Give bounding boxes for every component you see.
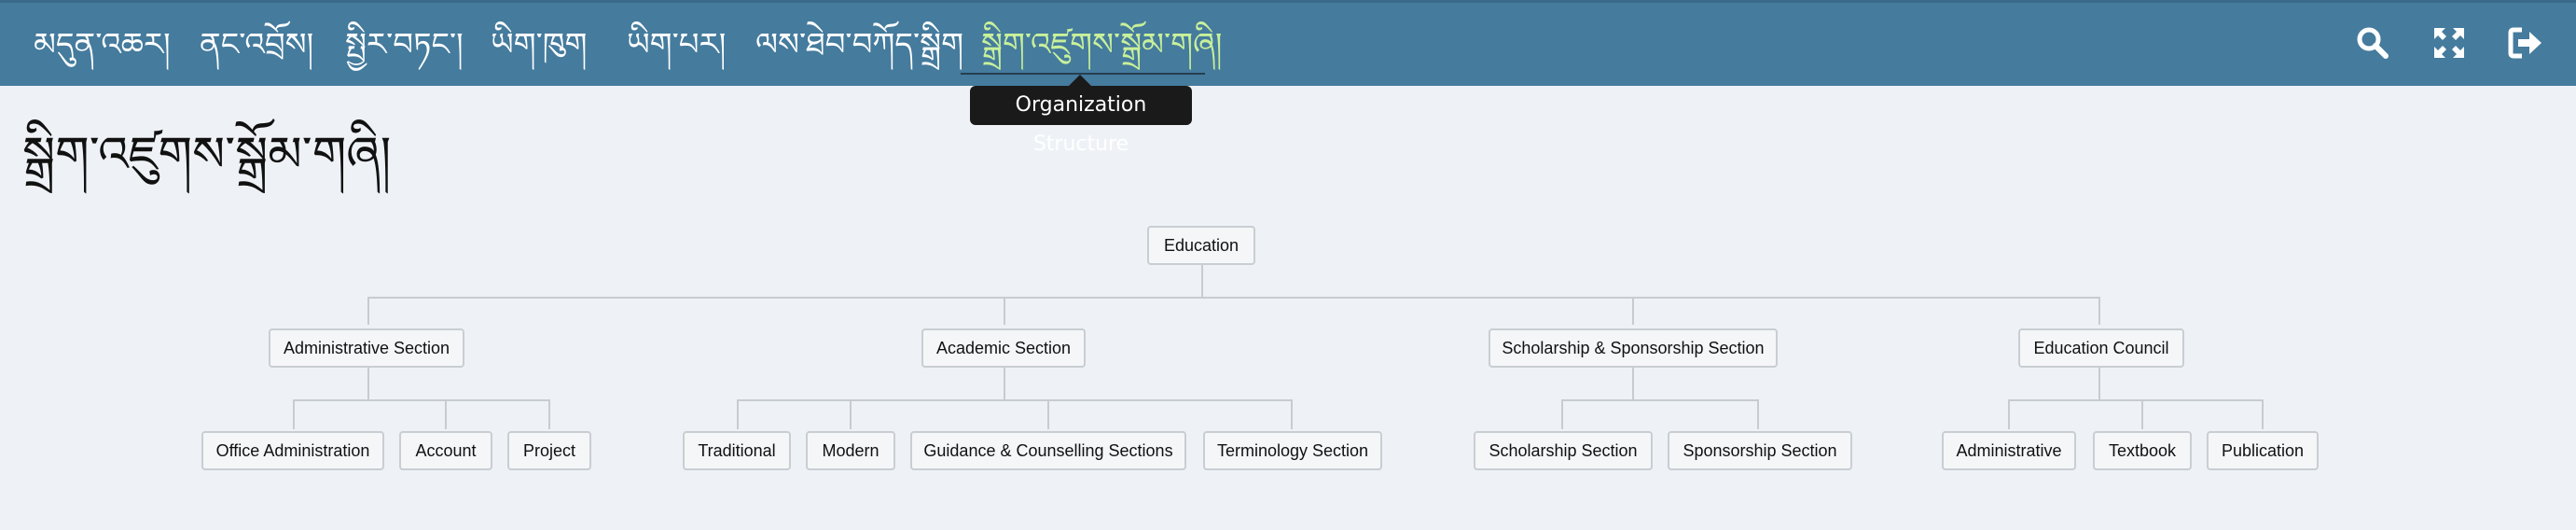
connector [1291,399,1293,429]
org-node-leaf[interactable]: Administrative [1942,431,2076,470]
org-node-leaf[interactable]: Guidance & Counselling Sections [910,431,1186,470]
org-node-leaf[interactable]: Scholarship Section [1474,431,1653,470]
connector [850,399,852,429]
org-node-section[interactable]: Administrative Section [269,328,464,368]
nav-item-work-schedule[interactable]: ལས་ཐེབ་བཀོད་སྒྲིག [755,26,964,63]
connector [737,399,1293,401]
connector [1632,368,1634,399]
nav-item-organization-structure[interactable]: སྒྲིག་འཛུགས་སྒྲོམ་གཞི། [981,26,1223,63]
org-node-section[interactable]: Scholarship & Sponsorship Section [1489,328,1778,368]
top-navbar: མདུན་འཆར། ནང་འབྲོས། སྤྱིར་བཏང་། ཡིག་ཁུག … [0,0,2576,86]
nav-item-letter[interactable]: ཡིག་པར། [627,26,727,63]
nav-tooltip: Organization Structure [970,86,1192,156]
org-node-leaf[interactable]: Sponsorship Section [1668,431,1852,470]
connector [293,399,295,429]
connector [2008,399,2010,429]
org-node-section[interactable]: Academic Section [921,328,1086,368]
org-node-leaf[interactable]: Terminology Section [1203,431,1382,470]
page-title: སྒྲིག་འཛུགས་སྒྲོམ་གཞི། [22,127,392,183]
connector [2262,399,2264,429]
connector [367,297,2100,299]
connector [1004,368,1005,399]
connector [1201,265,1203,297]
connector [2098,297,2100,325]
connector [367,297,369,325]
connector [367,368,369,399]
connector [293,399,550,401]
nav-item-login[interactable]: ནང་འབྲོས། [200,26,314,63]
org-node-leaf[interactable]: Textbook [2093,431,2192,470]
connector [1047,399,1049,429]
org-node-leaf[interactable]: Modern [806,431,895,470]
org-node-section[interactable]: Education Council [2018,328,2184,368]
connector [737,399,739,429]
org-node-leaf[interactable]: Office Administration [201,431,384,470]
connector [1561,399,1759,401]
active-nav-underline [961,73,1205,75]
connector [1004,297,1005,325]
logout-icon[interactable] [2507,24,2544,62]
nav-item-general[interactable]: སྤྱིར་བཏང་། [345,26,464,63]
connector [445,399,447,429]
connector [1561,399,1563,429]
nav-item-inbox[interactable]: ཡིག་ཁུག [491,26,588,63]
connector [548,399,550,429]
org-node-leaf[interactable]: Publication [2207,431,2319,470]
connector [2141,399,2143,429]
search-icon[interactable] [2354,24,2391,62]
org-node-leaf[interactable]: Project [507,431,591,470]
org-node-leaf[interactable]: Traditional [683,431,791,470]
org-node-root[interactable]: Education [1147,226,1255,265]
connector [2098,368,2100,399]
org-node-leaf[interactable]: Account [399,431,492,470]
connector [1632,297,1634,325]
fullscreen-icon[interactable] [2431,24,2468,62]
nav-item-home[interactable]: མདུན་འཆར། [34,26,171,63]
connector [1757,399,1759,429]
tooltip-caret [1069,75,1091,86]
connector [2008,399,2264,401]
